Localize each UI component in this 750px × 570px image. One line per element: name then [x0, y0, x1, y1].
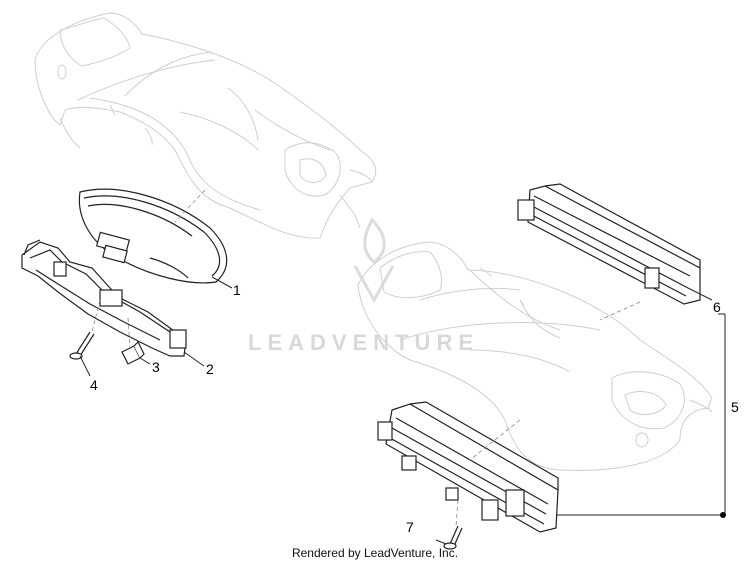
- cluster-lower-right: [377, 401, 559, 533]
- screw-part-7: [443, 525, 463, 550]
- bracket-part-2: [21, 239, 187, 357]
- callout-3: 3: [152, 359, 160, 375]
- left-dash-lines: [91, 189, 206, 349]
- cluster-part-6: [517, 183, 701, 305]
- right-leader-lines: [435, 287, 726, 545]
- left-handlebar-cover: [34, 12, 377, 239]
- callout-5: 5: [731, 399, 739, 415]
- spacer-part-3: [121, 340, 145, 365]
- watermark-text: LEADVENTURE: [248, 330, 480, 355]
- callout-2: 2: [206, 361, 214, 377]
- footer-credit: Rendered by LeadVenture, Inc.: [291, 546, 459, 560]
- instrument-cluster-part-1: [78, 188, 228, 284]
- leadventure-logo-watermark: [353, 217, 395, 304]
- callout-1: 1: [233, 282, 241, 298]
- callout-4: 4: [90, 377, 98, 393]
- right-dash-lines: [455, 301, 641, 527]
- right-handlebar-cover: [357, 241, 713, 471]
- screw-part-4: [69, 331, 95, 360]
- left-leader-lines: [79, 276, 233, 377]
- callout-7: 7: [406, 519, 414, 535]
- callout-6: 6: [713, 299, 721, 315]
- leader-dot: [720, 512, 726, 518]
